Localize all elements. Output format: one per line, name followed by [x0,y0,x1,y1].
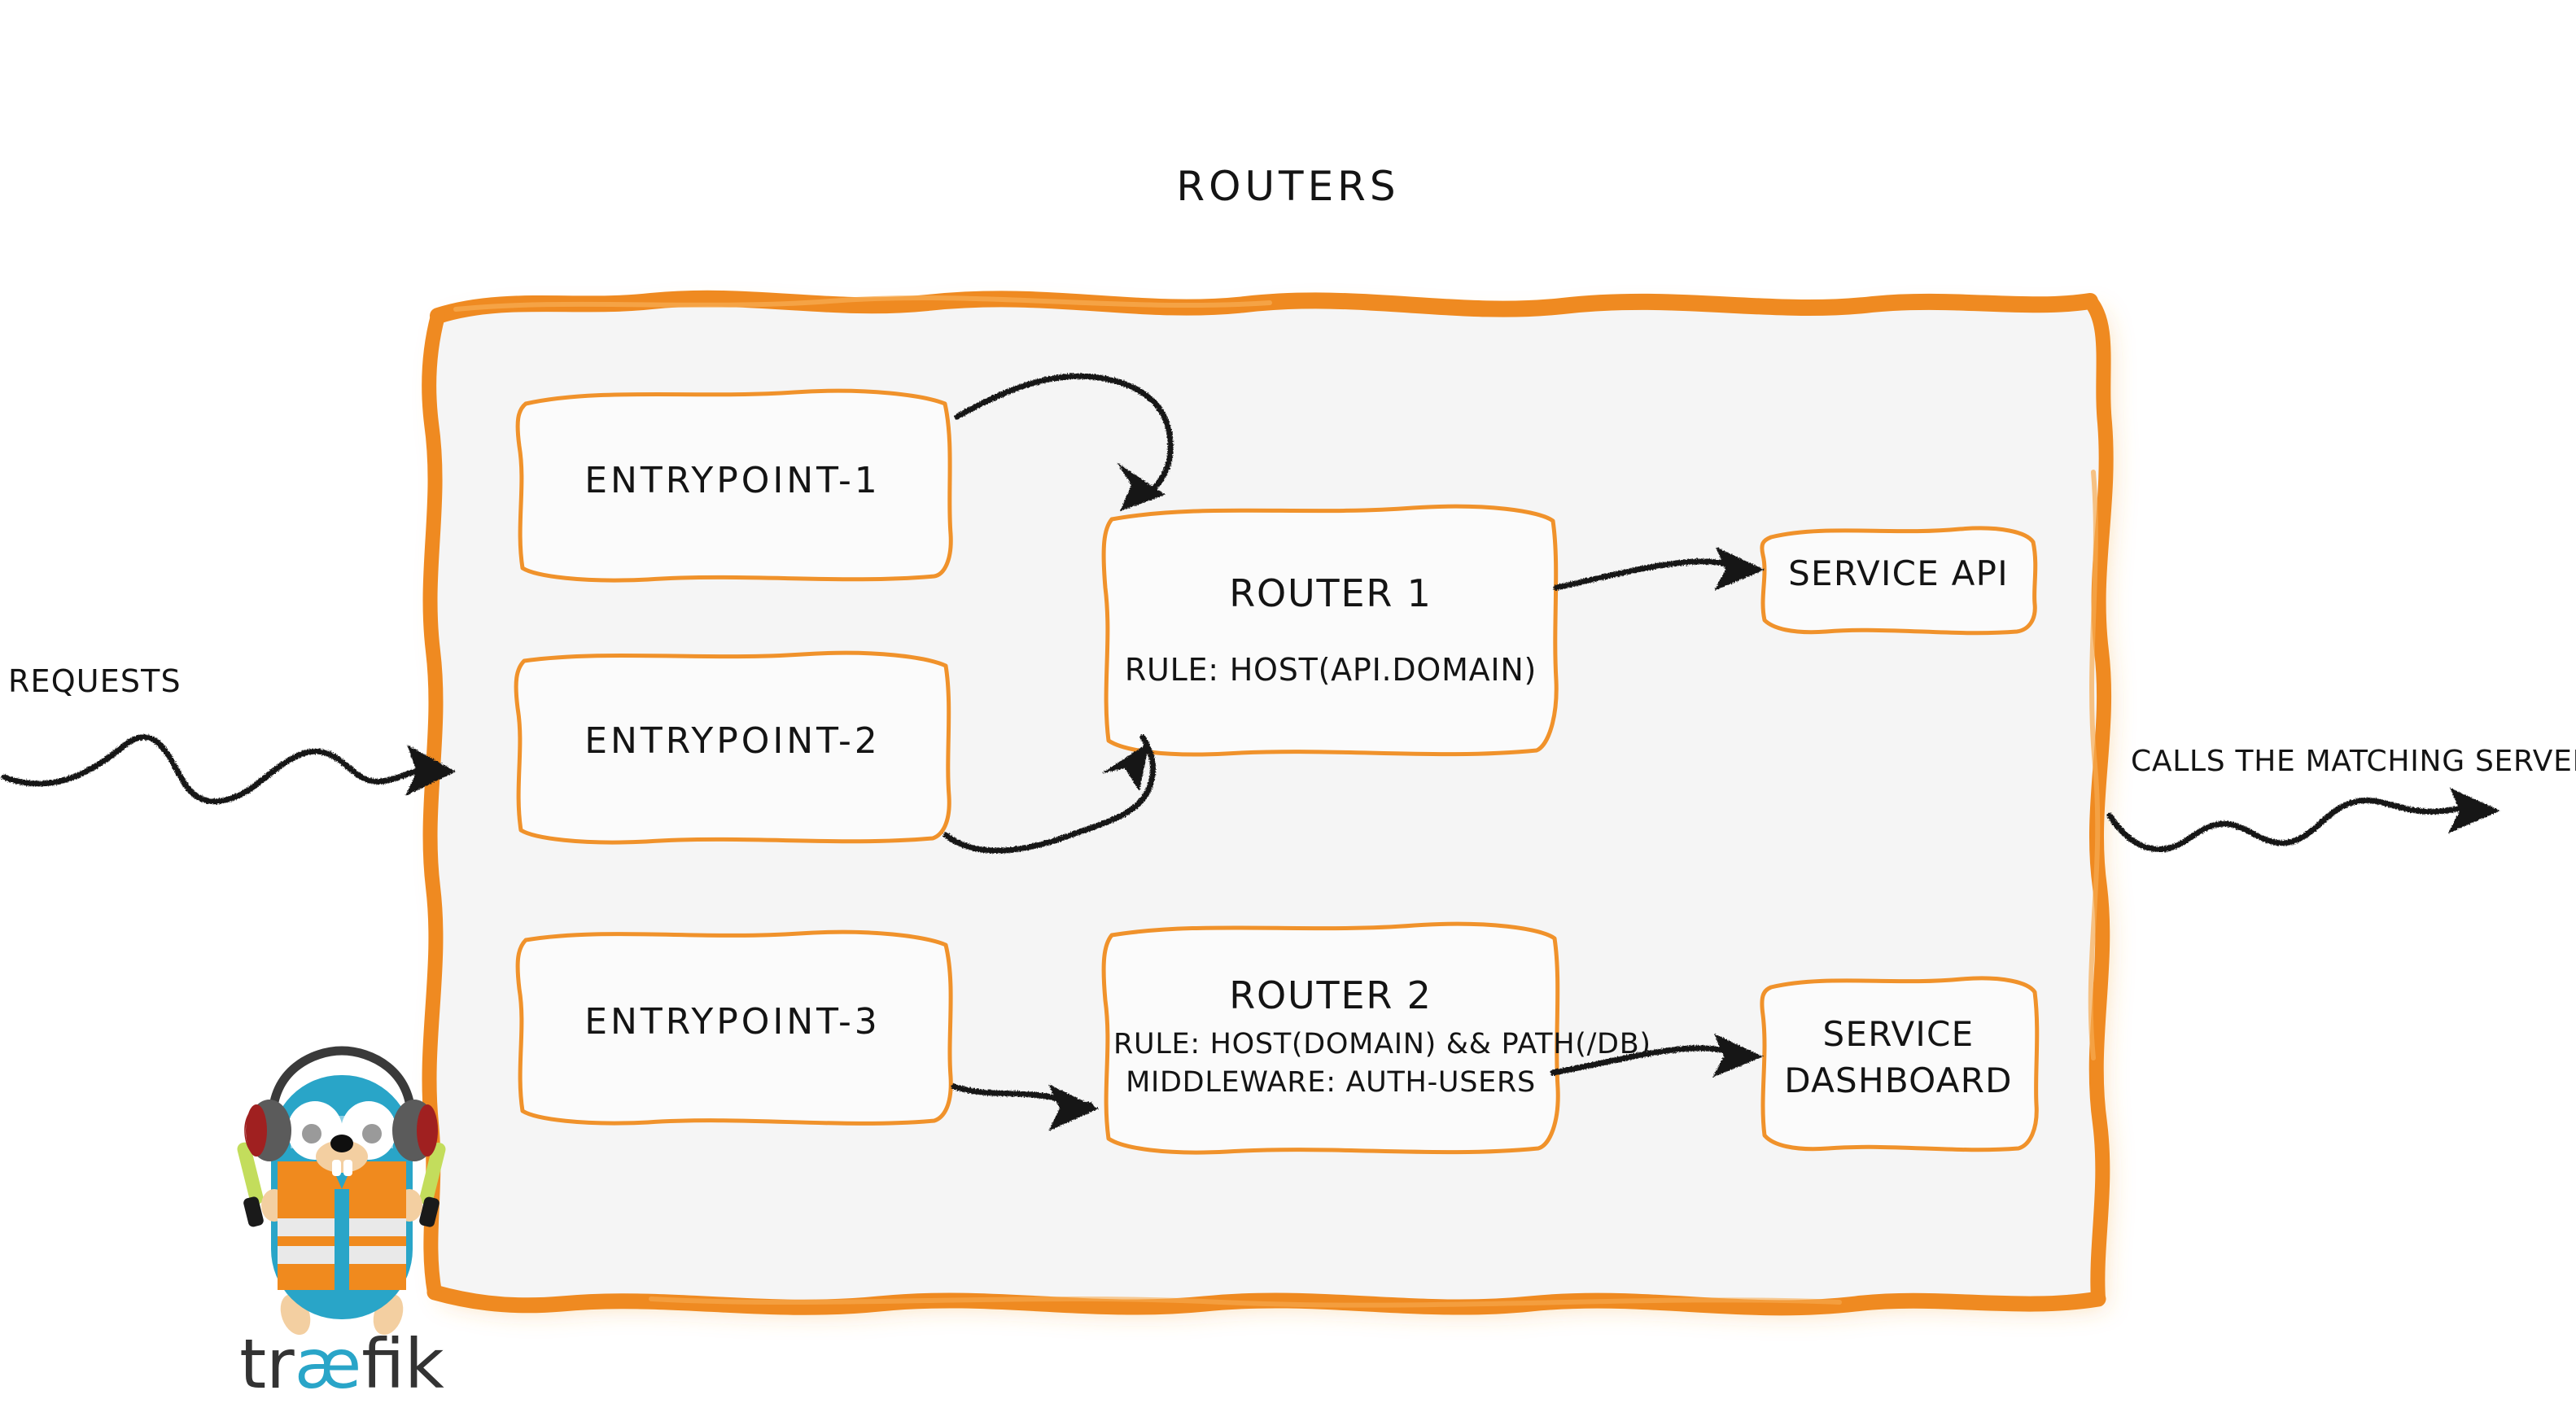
mascot-snout [316,1140,368,1173]
router-2-middleware: Middleware: auth-users [1126,1066,1536,1099]
entrypoint-2-node[interactable]: entrypoint-2 [513,643,952,845]
mascot-pupil-right [362,1124,382,1143]
entrypoint-3-label: entrypoint-3 [584,1000,881,1043]
mascot-tooth-right [343,1160,352,1176]
entrypoint-3-node[interactable]: entrypoint-3 [513,924,953,1126]
router-1-rule: rule: Host(api.domain) [1124,652,1537,689]
mascot-pupil-left [302,1124,321,1143]
mascot-safety-vest [278,1161,406,1290]
service-dashboard-label-line1: Service [1822,1014,1975,1055]
router-1-title: Router 1 [1229,571,1432,616]
traefik-logo-svg: træfik [237,1046,446,1404]
router-2-node[interactable]: Router 2 rule: Host(domain) && Path(/db)… [1099,916,1651,1160]
router-2-title: Router 2 [1229,973,1432,1017]
headphones-icon [244,1046,438,1161]
light-stick-right-icon [419,1142,446,1227]
page-title: Routers [1176,163,1400,210]
svg-text:træfik: træfik [239,1324,444,1404]
mascot-nose [330,1135,353,1152]
router-2-rule: rule: Host(domain) && Path(/db) [1113,1027,1651,1060]
calls-outbound-arrow [2106,788,2500,852]
calls-the-matching-server-label: Calls the matching server [2131,745,2576,778]
mascot-tooth-left [332,1160,341,1176]
requests-inbound-arrow [1,734,456,805]
service-api-node[interactable]: Service API [1758,521,2039,636]
requests-label: Requests [8,663,182,699]
entrypoint-2-label: entrypoint-2 [584,719,881,762]
traefik-logo: træfik [232,1046,452,1404]
entrypoint-1-label: entrypoint-1 [584,459,881,501]
light-stick-left-icon [237,1142,264,1227]
traefik-wordmark: træfik [239,1324,444,1404]
entrypoint-1-node[interactable]: entrypoint-1 [513,383,953,583]
router-1-node[interactable]: Router 1 rule: Host(api.domain) [1099,496,1563,765]
service-api-label: Service API [1788,553,2009,593]
service-dashboard-node[interactable]: Service Dashboard [1758,973,2040,1152]
service-dashboard-label-line2: Dashboard [1784,1060,2013,1100]
